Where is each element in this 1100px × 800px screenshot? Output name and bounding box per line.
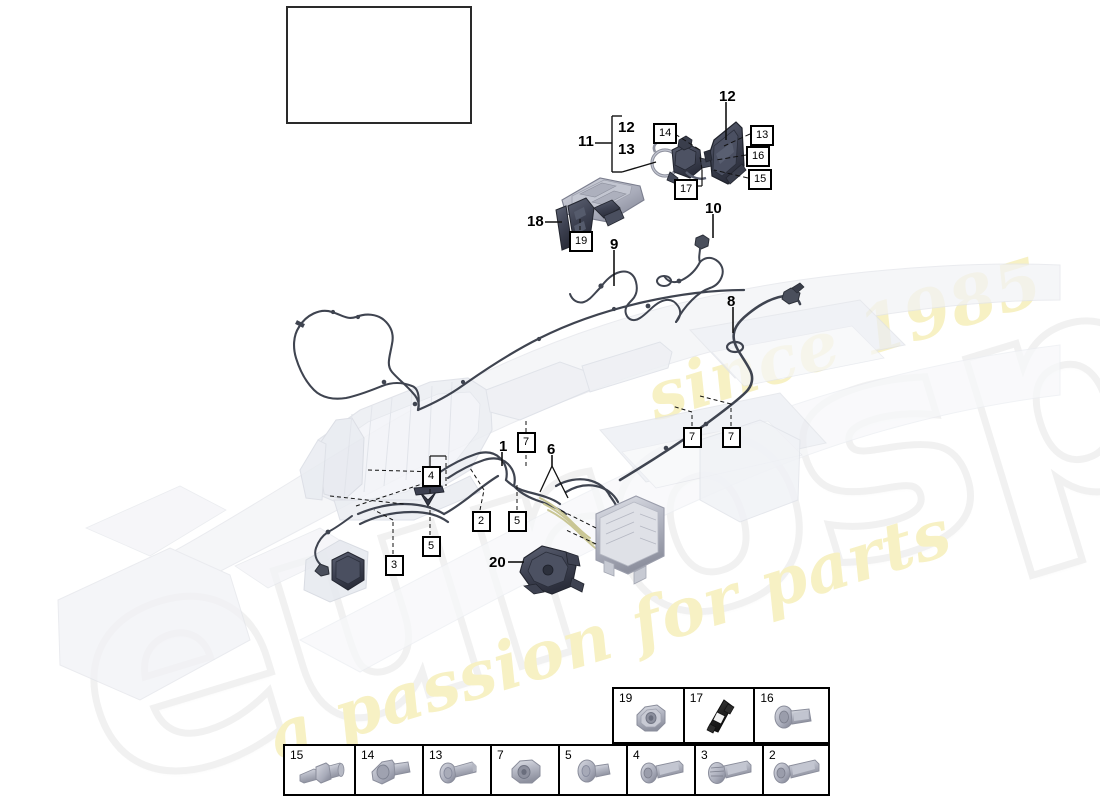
harness-6-wires: [539, 497, 599, 551]
ghost-rear-structure: [699, 419, 801, 523]
callout-box-4: 4: [422, 466, 441, 487]
callout-11: 11: [578, 133, 594, 150]
callout-box-2: 2: [472, 511, 491, 532]
callout-box-7-mid: 7: [517, 432, 536, 453]
legend-num-17: 17: [689, 691, 704, 705]
callout-box-5-left: 5: [422, 536, 441, 557]
callout-box-19: 19: [569, 231, 594, 252]
callout-box-17: 17: [674, 179, 699, 200]
flange-head-bolt-icon: [356, 746, 422, 794]
legend-cell-14[interactable]: 14: [356, 746, 424, 794]
callout-box-15: 15: [748, 169, 773, 190]
torx-flange-bolt-icon: [628, 746, 694, 794]
legend-num-3: 3: [701, 748, 708, 762]
callout-20: 20: [489, 554, 506, 571]
legend-cell-3[interactable]: 3: [696, 746, 764, 794]
callout-box-5-right: 5: [508, 511, 527, 532]
torx-flange-bolt-long-icon: [764, 746, 828, 794]
callout-8: 8: [727, 293, 736, 310]
callout-box-3: 3: [385, 555, 404, 576]
legend-num-5: 5: [565, 748, 572, 762]
legend-num-7: 7: [497, 748, 504, 762]
harness-main-run: [416, 288, 746, 412]
legend-cell-5[interactable]: 5: [560, 746, 628, 794]
legend-cell-15[interactable]: 15: [285, 746, 356, 794]
callout-6: 6: [547, 441, 556, 458]
flange-nut-icon: [492, 746, 558, 794]
part-connector-block: [331, 551, 365, 591]
legend-num-4: 4: [633, 748, 640, 762]
shoulder-bolt-icon: [285, 746, 354, 794]
ghost-underbody: [57, 263, 1061, 701]
legend-cell-7[interactable]: 7: [492, 746, 560, 794]
flange-nut-icon: [614, 689, 683, 742]
legend-num-14: 14: [361, 748, 375, 762]
legend-row-top: 19 17: [612, 687, 830, 744]
callout-10: 10: [705, 200, 722, 217]
clip-retainer-icon: [685, 689, 754, 742]
callout-9: 9: [610, 236, 619, 253]
legend-num-19: 19: [619, 691, 633, 705]
legend-cell-19[interactable]: 19: [614, 689, 685, 742]
legend-cell-16[interactable]: 16: [755, 689, 828, 742]
callout-box-7-upper: 7: [683, 427, 702, 448]
harness-2: [356, 502, 446, 516]
part-12-cover: [703, 121, 747, 185]
legend-num-16: 16: [760, 691, 774, 705]
callout-box-14: 14: [653, 123, 678, 144]
callout-1: 1: [499, 438, 508, 455]
washer-bolt-icon: [424, 746, 490, 794]
pan-head-bolt-icon: [755, 689, 828, 742]
harness-loop-bottom: [292, 325, 420, 412]
callout-box-7-lower: 7: [722, 427, 741, 448]
legend-cell-4[interactable]: 4: [628, 746, 696, 794]
legend-num-13: 13: [429, 748, 443, 762]
legend-cell-2[interactable]: 2: [764, 746, 828, 794]
vehicle-thumbnail-frame: [286, 6, 472, 124]
callout-13-bracket: 13: [618, 141, 635, 158]
legend-cell-17[interactable]: 17: [684, 689, 756, 742]
callout-12-top: 12: [719, 88, 736, 105]
part-relay-box: [595, 495, 665, 585]
callout-box-16: 16: [746, 146, 771, 167]
callout-12-bracket: 12: [618, 119, 635, 136]
cable-10: [699, 256, 724, 289]
callout-18: 18: [527, 213, 544, 230]
cable-10-plug: [694, 234, 710, 250]
cable-9: [599, 270, 682, 323]
round-head-bolt-icon: [560, 746, 626, 794]
part-20-clamp: [519, 545, 585, 595]
legend-num-15: 15: [290, 748, 304, 762]
serrated-flange-bolt-icon: [696, 746, 762, 794]
legend-num-2: 2: [769, 748, 776, 762]
legend-row-bottom: 15 14: [283, 744, 830, 796]
callout-box-13: 13: [750, 125, 775, 146]
harness-1: [438, 451, 508, 482]
legend-cell-13[interactable]: 13: [424, 746, 492, 794]
